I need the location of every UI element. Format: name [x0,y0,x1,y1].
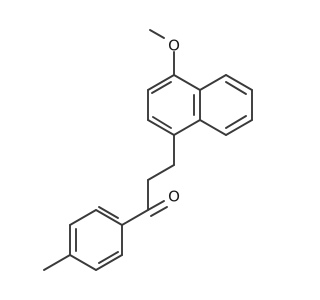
bond-chain-2 [147,164,175,181]
bond-ring-b-2 [225,74,253,91]
bond-ring-c-5-inner [98,251,119,264]
bond-ring-b-4 [225,119,253,136]
bond-ring-c-1-inner [98,206,119,219]
bond-ring-a-3 [147,119,175,136]
atom-label-ketone-oxygen: O [168,188,180,206]
bond-ring-a-3-inner [152,116,172,129]
bond-layer [43,29,253,271]
bond-ring-a-1-inner [151,81,172,94]
bond-ring-b-5 [199,119,227,136]
bond-ring-c-4 [69,254,97,271]
bond-methyl [43,254,71,271]
bond-ring-c-2 [69,209,97,226]
bond-ring-c-5 [95,254,123,271]
bond-carbonyl-outer [147,200,165,211]
bond-methyl-oxygen [149,29,165,39]
label-layer: O O [168,37,180,206]
molecule-structure-diagram: O O [43,29,253,271]
bond-ring-c-1 [95,209,123,226]
bond-ring-a-4 [173,119,201,136]
bond-ring-a-5 [173,74,201,91]
bond-ring-b-1 [199,74,227,91]
bond-carbonyl-inner [150,206,168,217]
atom-label-methoxy-oxygen: O [168,37,180,55]
bond-ketone-ring [121,209,149,226]
bond-ring-b-4-inner [225,115,247,129]
bond-ring-a-1 [147,74,175,91]
bond-ring-b-2-inner [225,81,247,95]
